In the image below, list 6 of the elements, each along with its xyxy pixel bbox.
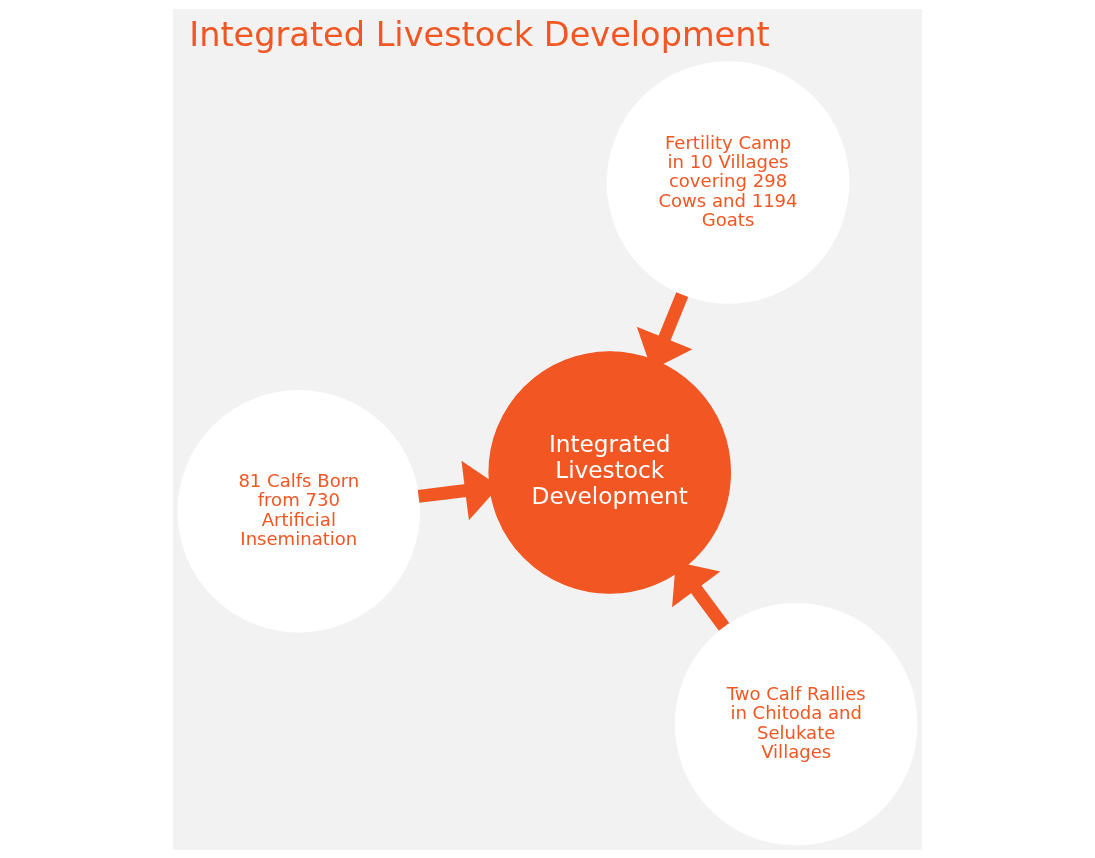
diagram-title: Integrated Livestock Development — [189, 14, 770, 54]
node-circle: Fertility Camp in 10 Villages covering 298 Cows and 1194 Goats — [606, 60, 850, 304]
node-circle: 81 Calfs Born from 730 Artificial Insemination — [177, 389, 421, 633]
node-circle: Integrated Livestock Development — [488, 350, 731, 594]
node-circle: Two Calf Rallies in Chitoda and Selukate Villages — [674, 602, 918, 845]
arrow — [672, 561, 730, 631]
